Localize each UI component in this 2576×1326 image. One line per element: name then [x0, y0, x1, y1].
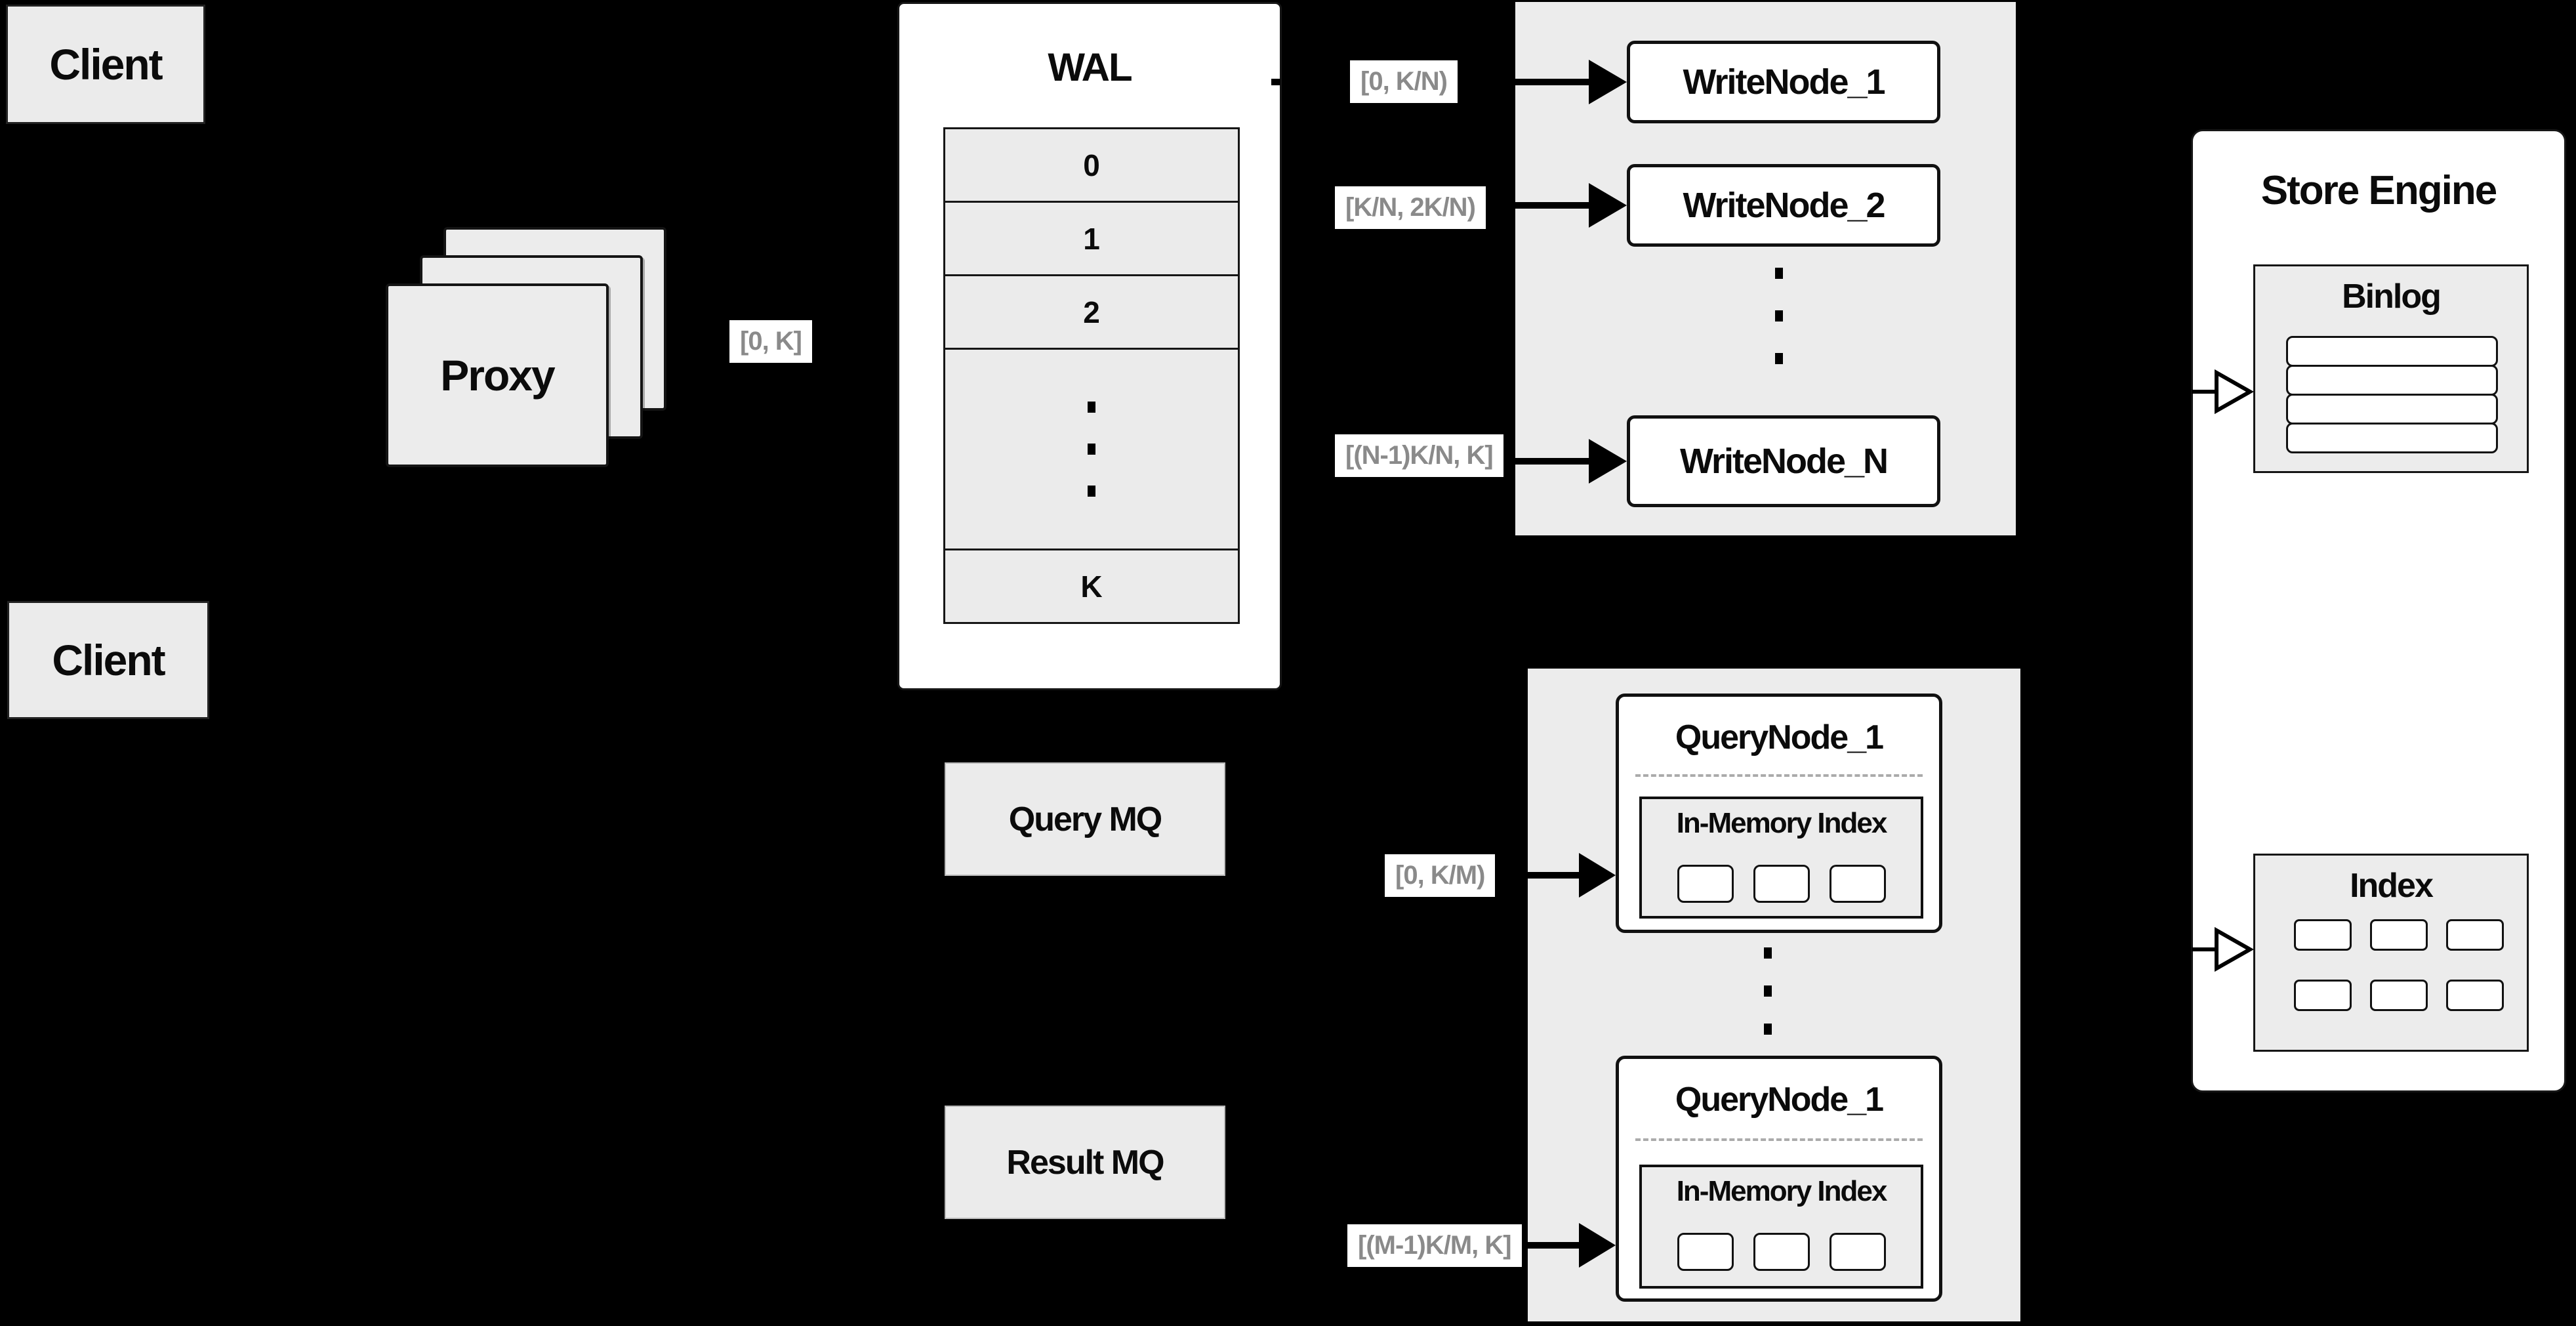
wal-segment-row: K [943, 549, 1240, 624]
index-file-icon [2294, 919, 2352, 951]
index-grid [2294, 919, 2504, 1011]
binlog-row-icon [2286, 336, 2498, 367]
write-node-2-box: WriteNode_2 [1627, 164, 1940, 247]
index-segment-icon [1753, 1233, 1810, 1271]
binlog-title: Binlog [2342, 278, 2442, 316]
index-segment-icon [1829, 1233, 1886, 1271]
query-node-box-bottom: QueryNode_1 In-Memory Index [1616, 1056, 1942, 1302]
in-memory-index-box: In-Memory Index [1639, 797, 1923, 919]
range-label-query-node-m: [(M-1)K/M, K] [1347, 1224, 1522, 1267]
range-label-write-node-n: [(N-1)K/N, K] [1335, 434, 1503, 477]
arrow-right-icon [1528, 1223, 1616, 1268]
vertical-ellipsis-icon [1775, 268, 1783, 364]
proxy-box: Proxy [386, 283, 609, 467]
query-node-title: QueryNode_1 [1675, 1081, 1884, 1119]
index-segment-icon [1829, 865, 1886, 903]
index-segment-squares [1642, 865, 1921, 903]
binlog-box: Binlog [2253, 264, 2529, 473]
range-label-write-node-2: [K/N, 2K/N) [1335, 186, 1486, 229]
wal-segment-row: 0 [943, 127, 1240, 203]
wal-segment-row: 1 [943, 201, 1240, 276]
wal-segment-table: 0 1 2 K [943, 127, 1240, 624]
range-label-query-node-1: [0, K/M) [1385, 854, 1496, 897]
index-file-icon [2370, 980, 2428, 1011]
write-node-1-box: WriteNode_1 [1627, 41, 1940, 123]
in-memory-index-box: In-Memory Index [1639, 1165, 1923, 1289]
client-box-bottom: Client [7, 601, 209, 719]
vertical-ellipsis-icon [1764, 947, 1772, 1035]
dashed-divider [1635, 774, 1923, 777]
query-node-box-top: QueryNode_1 In-Memory Index [1616, 694, 1942, 933]
write-node-n-box: WriteNode_N [1627, 415, 1940, 507]
index-segment-icon [1677, 865, 1734, 903]
arrow-right-icon [1515, 183, 1627, 228]
in-memory-index-title: In-Memory Index [1676, 1175, 1888, 1207]
hollow-arrow-right-icon [2192, 926, 2255, 972]
store-engine-box: Store Engine Binlog Index [2191, 129, 2566, 1092]
arrow-right-icon [1528, 853, 1616, 898]
client-box-top: Client [6, 5, 205, 124]
vertical-ellipsis-icon [1088, 402, 1095, 497]
index-segment-icon [1677, 1233, 1734, 1271]
binlog-row-icon [2286, 423, 2498, 453]
index-file-icon [2446, 919, 2504, 951]
hollow-arrow-right-icon [2192, 369, 2255, 415]
wal-ellipsis-row [943, 348, 1240, 550]
wal-connector-stub [1271, 79, 1280, 85]
query-node-title: QueryNode_1 [1675, 718, 1884, 756]
wal-box: WAL 0 1 2 K [897, 2, 1282, 690]
result-mq-box: Result MQ [945, 1106, 1225, 1219]
arrow-right-icon [1515, 439, 1627, 484]
wal-title: WAL [1048, 45, 1132, 89]
range-label-write-node-1: [0, K/N) [1350, 60, 1458, 103]
index-file-icon [2446, 980, 2504, 1011]
index-box: Index [2253, 854, 2529, 1052]
binlog-row-icon [2286, 365, 2498, 396]
arrow-right-icon [1515, 60, 1627, 104]
wal-segment-row: 2 [943, 274, 1240, 350]
dashed-divider [1635, 1138, 1923, 1141]
store-engine-title: Store Engine [2260, 168, 2497, 213]
query-mq-box: Query MQ [945, 762, 1225, 876]
binlog-rows [2286, 336, 2498, 453]
range-label-proxy: [0, K] [729, 320, 812, 363]
index-segment-squares [1642, 1233, 1921, 1271]
index-segment-icon [1753, 865, 1810, 903]
in-memory-index-title: In-Memory Index [1676, 807, 1888, 839]
index-file-icon [2370, 919, 2428, 951]
binlog-row-icon [2286, 394, 2498, 425]
index-title: Index [2350, 867, 2434, 905]
index-file-icon [2294, 980, 2352, 1011]
